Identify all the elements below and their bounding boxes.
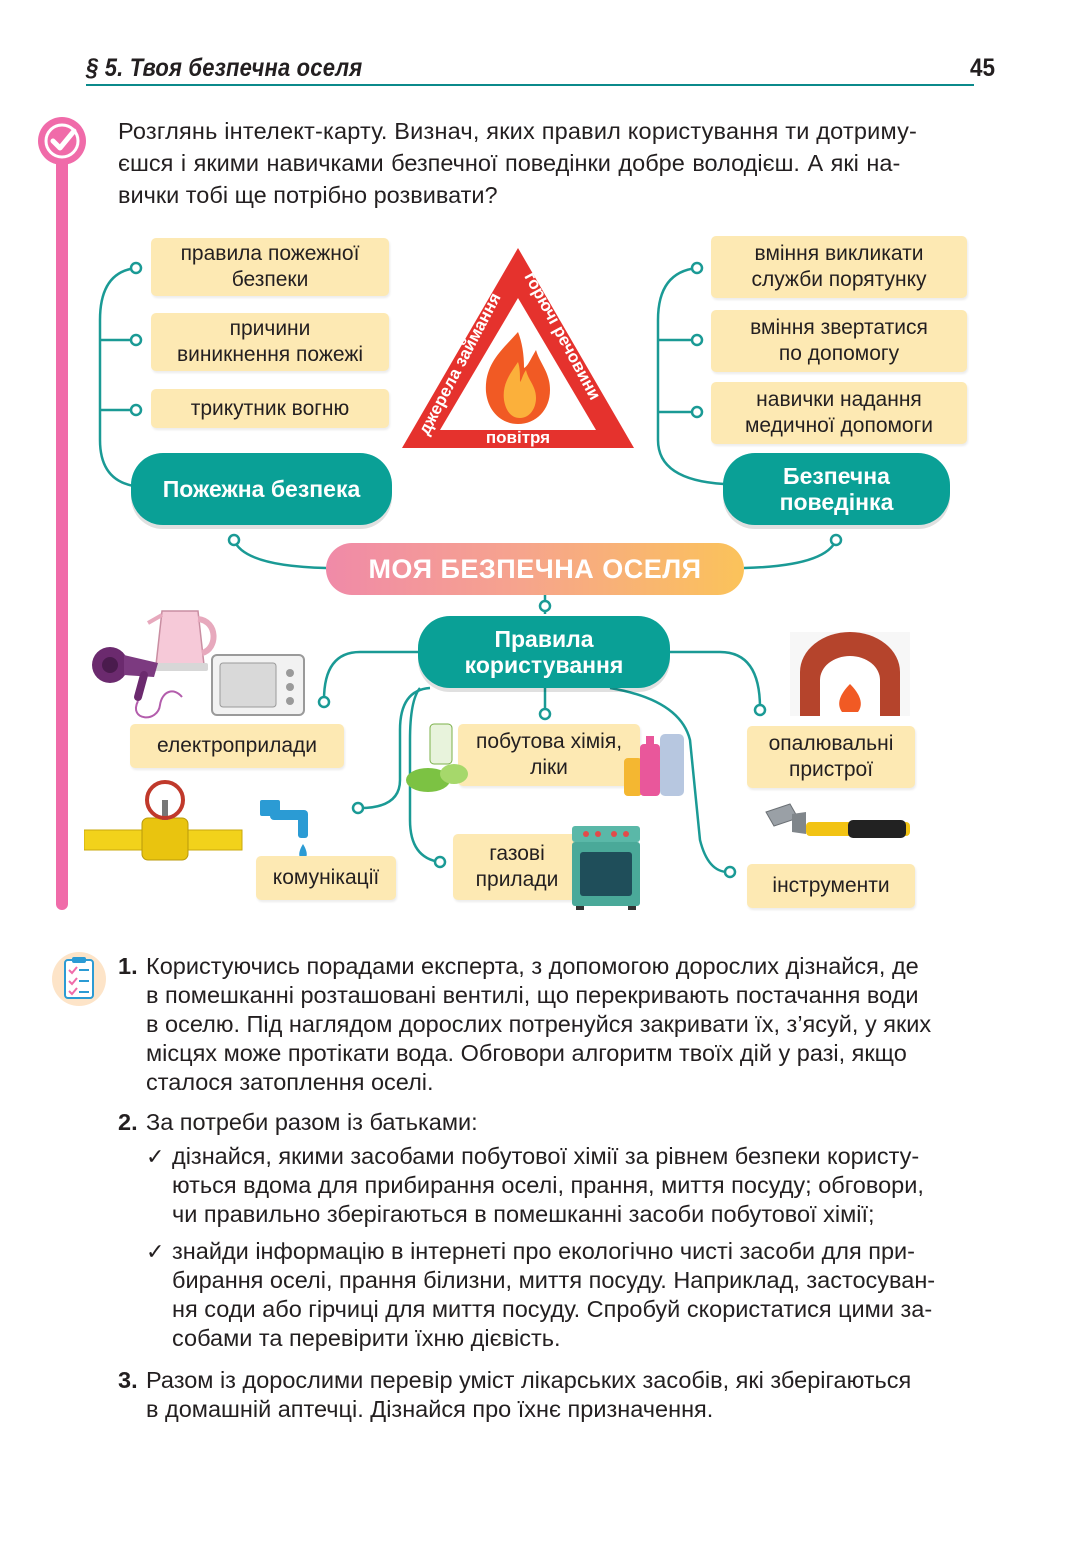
page-number: 45	[970, 54, 996, 82]
rules-item-electro: електроприлади	[130, 724, 344, 768]
subitem-line: дізнайся, якими засобами побутової хімії…	[172, 1143, 920, 1169]
rules-item-chemistry: побутова хімія, ліки	[458, 724, 640, 786]
box-line: причини	[229, 317, 311, 340]
rules-item-tools: інструменти	[747, 864, 915, 908]
intro-line: єшся і якими навичками безпечної поведін…	[118, 150, 901, 176]
box-line: безпеки	[231, 268, 309, 291]
checkmark-icon: ✓	[146, 1239, 165, 1264]
task-line: Разом із дорослими перевір уміст лікарсь…	[146, 1367, 912, 1393]
box-line: ліки	[530, 756, 568, 779]
fire-safety-node: Пожежна безпека	[131, 453, 392, 525]
task-number: 3.	[118, 1367, 138, 1393]
node-label: Правила	[494, 626, 594, 652]
box-line: медичної допомоги	[744, 414, 933, 437]
electric-appliances-illustration	[92, 610, 305, 719]
subitem-line: собами та перевірити їхню дієвість.	[172, 1325, 561, 1351]
box-line: по допомогу	[778, 342, 900, 365]
box-line: правила пожежної	[180, 242, 360, 265]
node-label: Безпечна	[783, 463, 890, 489]
microwave-icon	[211, 654, 305, 716]
intro-line: вички тобі ще потрібно розвивати?	[118, 182, 498, 208]
usage-rules-node: Правила користування	[418, 616, 670, 688]
safe-behavior-item: вміння викликати служби порятунку	[711, 236, 967, 298]
safe-behavior-node: Безпечна поведінка	[723, 453, 950, 525]
checkmark-icon	[38, 117, 86, 165]
box-line: вміння викликати	[754, 242, 924, 265]
box-line: виникнення пожежі	[176, 343, 364, 366]
rules-item-communications: комунікації	[256, 856, 396, 900]
box-line: побутова хімія,	[475, 730, 623, 753]
tasks-clipboard-icon	[52, 952, 106, 1006]
subitem-line: чи правильно зберігаються в помешканні з…	[172, 1201, 875, 1227]
box-line: інструменти	[772, 874, 890, 897]
fire-safety-item: правила пожежної безпеки	[151, 238, 389, 296]
task-line: місцях може протікати вода. Обговори алг…	[146, 1040, 907, 1066]
task-item: 1. Користуючись порадами експерта, з доп…	[118, 952, 988, 1097]
subitem-line: ються вдома для прибирання оселі, прання…	[172, 1172, 924, 1198]
hair-dryer-icon	[92, 647, 183, 719]
water-tap-icon	[260, 800, 308, 860]
mindmap-center: МОЯ БЕЗПЕЧНА ОСЕЛЯ	[326, 543, 744, 595]
node-label: користування	[464, 652, 624, 678]
fire-safety-item: трикутник вогню	[151, 389, 389, 428]
triangle-bottom-label: повітря	[486, 428, 550, 447]
subitem-line: ня соди або гірчиці для миття посуду. Сп…	[172, 1296, 933, 1322]
rules-item-gas: газові прилади	[453, 834, 581, 900]
pipe-valve-icon	[84, 780, 308, 861]
task-line: в оселю. Під наглядом дорослих потренуйс…	[146, 1011, 932, 1037]
fireplace-icon	[790, 632, 910, 716]
task-line: в помешканні розташовані вентилі, що пер…	[146, 982, 919, 1008]
box-line: комунікації	[272, 866, 380, 889]
intro-paragraph: Розглянь інтелект-карту. Визнач, яких пр…	[118, 115, 978, 211]
box-line: служби порятунку	[751, 268, 927, 291]
task-line: Користуючись порадами експерта, з допомо…	[146, 953, 919, 979]
section-title: § 5. Твоя безпечна оселя	[86, 54, 363, 82]
box-line: навички надання	[756, 388, 922, 411]
safe-behavior-item: вміння звертатися по допомогу	[711, 310, 967, 372]
chemicals-bottles-icon	[624, 734, 684, 796]
subitem-line: бирання оселі, прання білизни, миття пос…	[172, 1267, 936, 1293]
task-line: сталося затоплення оселі.	[146, 1069, 434, 1095]
box-line: пристрої	[788, 758, 874, 781]
task-subitem: ✓ знайди інформацію в інтернеті про екол…	[146, 1237, 986, 1353]
task-line: За потреби разом із батьками:	[146, 1109, 478, 1135]
task-item: 2. За потреби разом із батьками:	[118, 1108, 988, 1137]
box-line: вміння звертатися	[750, 316, 928, 339]
safe-behavior-item: навички надання медичної допомоги	[711, 382, 967, 444]
box-line: електроприлади	[156, 734, 317, 757]
task-number: 1.	[118, 953, 138, 979]
task-subitem: ✓ дізнайся, якими засобами побутової хім…	[146, 1142, 986, 1229]
checkmark-icon: ✓	[146, 1144, 165, 1169]
task-item: 3. Разом із дорослими перевір уміст ліка…	[118, 1366, 988, 1424]
hammer-icon	[765, 803, 910, 838]
box-line: трикутник вогню	[190, 396, 350, 420]
fire-safety-item: причини виникнення пожежі	[151, 313, 389, 371]
node-label: поведінка	[779, 489, 894, 515]
box-line: прилади	[475, 868, 559, 891]
gas-stove-icon	[572, 826, 640, 910]
flame-icon	[485, 332, 550, 424]
intro-line: Розглянь інтелект-карту. Визнач, яких пр…	[118, 118, 918, 144]
section-sidebar-bar	[56, 150, 68, 910]
cosmetics-icon	[406, 723, 468, 792]
fire-triangle: джерела займання горючі речовини повітря	[402, 248, 634, 448]
header-rule	[86, 84, 974, 86]
task-number: 2.	[118, 1109, 138, 1135]
rules-item-heating: опалювальні пристрої	[747, 726, 915, 788]
kettle-icon	[147, 610, 217, 671]
box-line: опалювальні	[768, 732, 894, 755]
box-line: газові	[489, 842, 545, 865]
task-line: в домашній аптечці. Дізнайся про їхнє пр…	[146, 1396, 714, 1422]
subitem-line: знайди інформацію в інтернеті про еколог…	[172, 1238, 916, 1264]
node-label: Пожежна безпека	[162, 476, 361, 502]
